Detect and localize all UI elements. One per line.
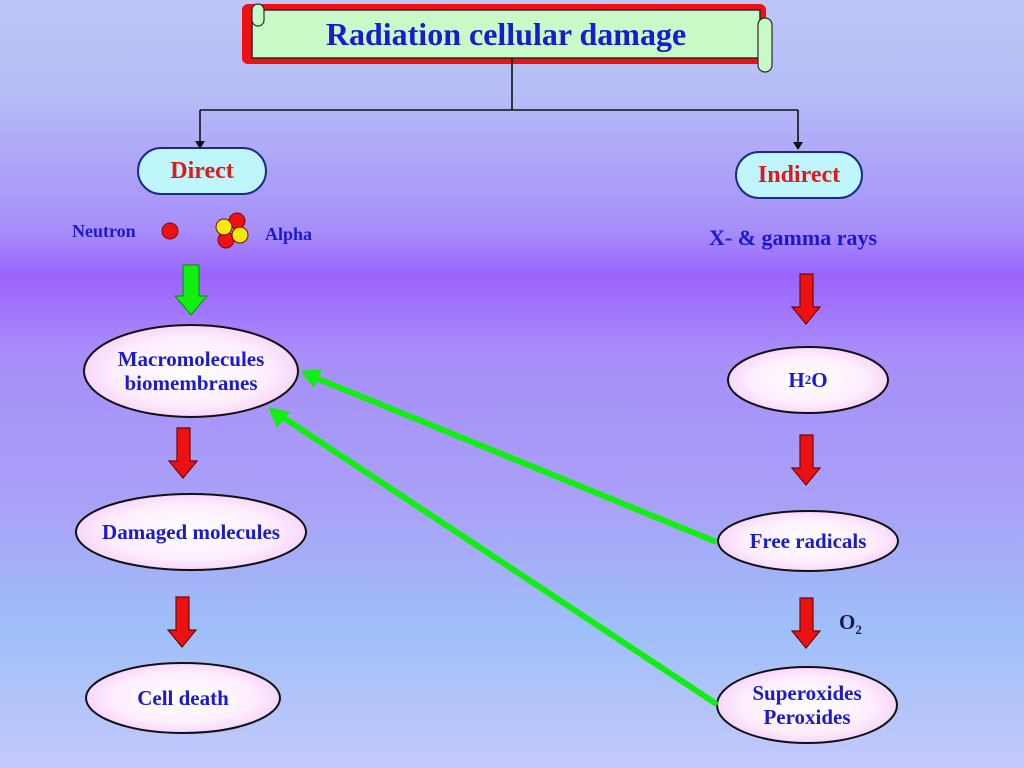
neutron-label: Neutron [72,221,136,241]
macromolecules-line1: Macromolecules [117,347,265,371]
red-arrows [166,273,822,649]
oxygen-label: O2 [839,610,862,638]
superoxides-line1: Superoxides [752,681,862,705]
red-arrow-water-to-radicals [790,434,822,486]
water-sub: 2 [804,372,812,387]
rays-label: X- & gamma rays [709,225,878,250]
neutron-particle [161,222,179,240]
green-down-arrow [173,264,209,316]
green-arrow-superoxides-to-macro [281,415,718,706]
node-water [727,346,889,414]
green-feedback-arrows [281,375,718,706]
node-cell-death [85,662,281,734]
connector-arrowhead-indirect [793,142,803,150]
red-arrow-radicals-to-superoxides [790,597,822,649]
node-macromolecules [83,324,299,418]
node-damaged-molecules [75,493,307,571]
branch-direct: Direct [137,147,267,195]
superoxides-text: Superoxides Peroxides [717,667,897,743]
red-arrow-rays-to-water [790,273,822,325]
green-arrowhead-lower [268,407,290,428]
green-arrow-radicals-to-macro [313,375,717,544]
macromolecules-line2: biomembranes [124,371,258,395]
branch-indirect: Indirect [735,151,863,199]
banner-right-curl [757,17,773,73]
red-arrow-damaged-to-death [166,596,198,648]
water-main: H [788,368,805,392]
oxygen-sub: 2 [855,622,862,638]
free-radicals-text: Free radicals [749,529,867,553]
superoxides-line2: Peroxides [763,705,851,729]
green-arrowhead-upper [300,369,322,388]
connector-tree [199,58,799,143]
page-title: Radiation cellular damage [325,15,687,52]
alpha-particle [215,212,249,249]
damaged-molecules-text: Damaged molecules [102,520,280,544]
cell-death-text: Cell death [137,686,229,710]
title-banner [242,3,773,73]
oxygen-main: O [839,610,856,634]
water-end: O [811,368,828,392]
connector-arrowhead-direct [195,141,205,149]
node-free-radicals [717,510,899,572]
banner-left-curl [251,3,265,27]
macromolecules-text: Macromolecules biomembranes [84,325,298,417]
alpha-label: Alpha [265,224,313,244]
red-arrow-macro-to-damaged [167,427,199,479]
